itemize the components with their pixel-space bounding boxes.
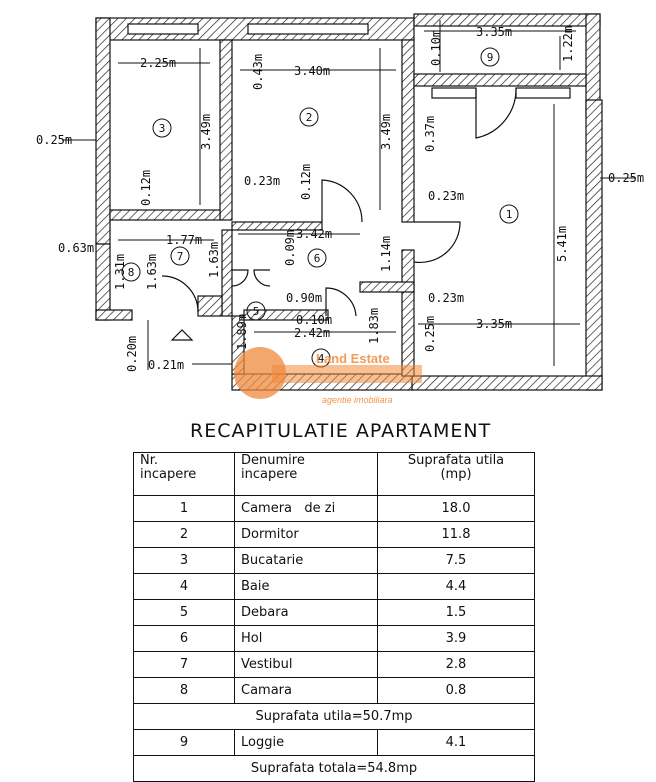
dim-0-12-a: 0.12m <box>139 170 153 206</box>
table-row: 2 Dormitor 11.8 <box>133 521 535 548</box>
useful-total: Suprafata utila=50.7mp <box>133 703 535 730</box>
cell-name: Camara <box>234 677 378 704</box>
cell-area: 18.0 <box>377 495 535 522</box>
watermark-logo: Land Estate agentie imobiliara <box>234 347 422 405</box>
dim-0-43: 0.43m <box>251 54 265 90</box>
cell-area: 3.9 <box>377 625 535 652</box>
dim-3-40: 3.40m <box>294 64 330 78</box>
dim-1-63-b: 1.63m <box>207 242 221 278</box>
dim-3-49-b: 3.49m <box>379 114 393 150</box>
table-row: 4 Baie 4.4 <box>133 573 535 600</box>
dim-1-77: 1.77m <box>166 233 202 247</box>
dim-1-63-a: 1.63m <box>145 254 159 290</box>
cell-area: 7.5 <box>377 547 535 574</box>
dim-0-12-b: 0.12m <box>299 164 313 200</box>
cell-nr: 7 <box>133 651 235 678</box>
cell-name: Debara <box>234 599 378 626</box>
cell-name: Hol <box>234 625 378 652</box>
dim-3-35-b: 3.35m <box>476 317 512 331</box>
dim-0-23-a: 0.23m <box>244 174 280 188</box>
dim-0-09: 0.09m <box>283 230 297 266</box>
watermark-tagline: agentie imobiliara <box>322 395 393 405</box>
cell-name: Bucatarie <box>234 547 378 574</box>
room-8-number: 8 <box>128 266 135 279</box>
room-2-number: 2 <box>306 111 313 124</box>
cell-area: 2.8 <box>377 651 535 678</box>
cell-nr: 2 <box>133 521 235 548</box>
cell-name: Baie <box>234 573 378 600</box>
grand-total: Suprafata totala=54.8mp <box>133 755 535 782</box>
cell-nr: 5 <box>133 599 235 626</box>
table-row: 8 Camara 0.8 <box>133 677 535 704</box>
dim-0-21: 0.21m <box>148 358 184 372</box>
table-row: 1 Camera de zi 18.0 <box>133 495 535 522</box>
cell-name: Dormitor <box>234 521 378 548</box>
floor-plan: 1 2 3 4 5 6 7 8 9 3.35m 0.10m 1.22m 2.25… <box>36 13 644 391</box>
table-row: 3 Bucatarie 7.5 <box>133 547 535 574</box>
table-header-row: Nr. incapere Denumire incapere Suprafata… <box>133 452 535 496</box>
dim-1-83: 1.83m <box>367 308 381 344</box>
header-area: Suprafata utila (mp) <box>377 452 535 496</box>
room-1-number: 1 <box>506 208 513 221</box>
doors <box>161 87 517 317</box>
dim-0-10-b: 0.10m <box>296 313 332 327</box>
cell-nr: 4 <box>133 573 235 600</box>
dim-3-49-a: 3.49m <box>199 114 213 150</box>
cell-nr: 9 <box>133 729 235 756</box>
useful-total-row: Suprafata utila=50.7mp <box>133 703 535 730</box>
room-number-marks <box>121 47 519 368</box>
dim-0-10-top: 0.10m <box>429 30 443 66</box>
dim-0-63: 0.63m <box>58 241 94 255</box>
cell-name: Camera de zi <box>234 495 378 522</box>
dim-1-14: 1.14m <box>379 236 393 272</box>
dim-0-23-b: 0.23m <box>428 189 464 203</box>
cell-area: 4.4 <box>377 573 535 600</box>
cell-name: Vestibul <box>234 651 378 678</box>
dim-2-25: 2.25m <box>140 56 176 70</box>
header-name: Denumire incapere <box>234 452 378 496</box>
dim-0-37: 0.37m <box>423 116 437 152</box>
cell-nr: 1 <box>133 495 235 522</box>
dim-3-42: 3.42m <box>296 227 332 241</box>
table-row: 6 Hol 3.9 <box>133 625 535 652</box>
cell-area: 4.1 <box>377 729 535 756</box>
dim-5-41: 5.41m <box>555 226 569 262</box>
room-3-number: 3 <box>159 122 166 135</box>
room-4-number: 4 <box>318 352 325 365</box>
cell-nr: 6 <box>133 625 235 652</box>
room-7-number: 7 <box>177 250 184 263</box>
table-row: 9 Loggie 4.1 <box>133 729 535 756</box>
dim-2-42: 2.42m <box>294 326 330 340</box>
cell-name: Loggie <box>234 729 378 756</box>
north-arrow-icon <box>170 329 194 341</box>
dim-1-31: 1.31m <box>113 254 127 290</box>
dim-0-23-c: 0.23m <box>428 291 464 305</box>
recap-title: RECAPITULATIE APARTAMENT <box>190 420 492 442</box>
dim-0-25-left: 0.25m <box>36 133 72 147</box>
cell-area: 1.5 <box>377 599 535 626</box>
cell-area: 0.8 <box>377 677 535 704</box>
cell-nr: 8 <box>133 677 235 704</box>
room-5-number: 5 <box>253 305 260 318</box>
dimension-lines <box>62 20 636 370</box>
table-row: 5 Debara 1.5 <box>133 599 535 626</box>
dim-1-22: 1.22m <box>561 26 575 62</box>
cell-nr: 3 <box>133 547 235 574</box>
header-nr: Nr. incapere <box>133 452 235 496</box>
watermark-name: Land Estate <box>316 351 390 366</box>
grand-total-row: Suprafata totala=54.8mp <box>133 755 535 782</box>
recap-table: Nr. incapere Denumire incapere Suprafata… <box>133 452 535 782</box>
dim-0-20: 0.20m <box>125 336 139 372</box>
dim-0-25-right: 0.25m <box>608 171 644 185</box>
cell-area: 11.8 <box>377 521 535 548</box>
table-row: 7 Vestibul 2.8 <box>133 651 535 678</box>
dim-0-25-b: 0.25m <box>423 316 437 352</box>
dim-0-90: 0.90m <box>286 291 322 305</box>
dim-1-89: 1.89m <box>235 314 249 350</box>
walls <box>95 13 603 391</box>
room-9-number: 9 <box>487 51 494 64</box>
room-6-number: 6 <box>314 252 321 265</box>
dim-3-35-top: 3.35m <box>476 25 512 39</box>
